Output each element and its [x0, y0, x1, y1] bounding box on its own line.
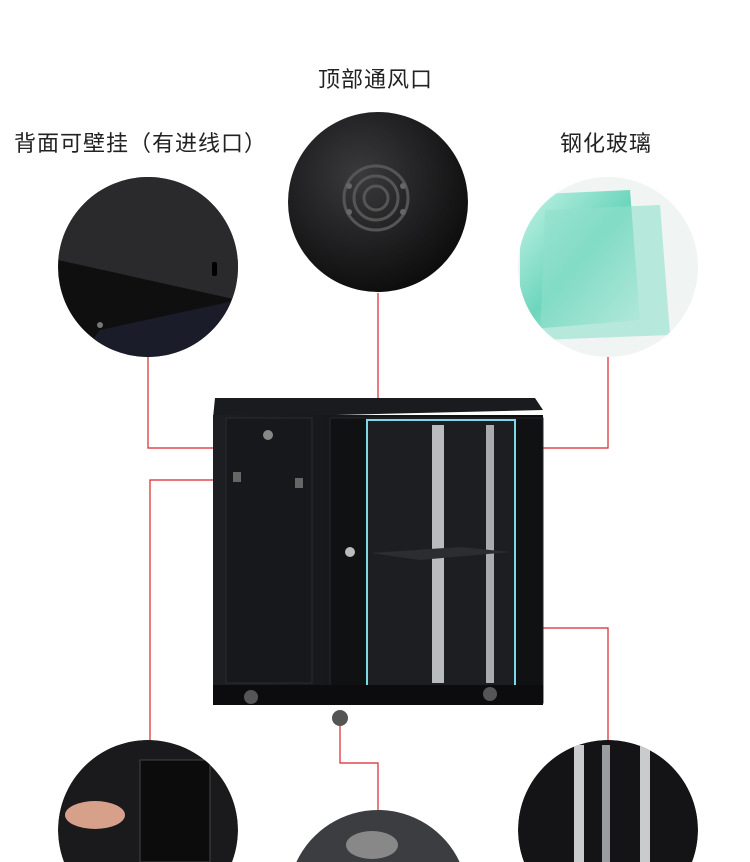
rail-detail-circle — [518, 739, 698, 862]
tempered-glass-detail-circle — [518, 177, 698, 357]
rear-wall-mount-detail-circle — [58, 177, 238, 357]
top-vent-label: 顶部通风口 — [318, 68, 434, 93]
tempered-glass-label: 钢化玻璃 — [560, 132, 653, 157]
caster-detail-circle — [296, 809, 460, 862]
rear-wall-mount-label: 背面可壁挂（有进线口） — [14, 132, 268, 157]
door-detail-circle — [58, 739, 238, 862]
top-vent-detail-circle — [288, 112, 468, 292]
server-cabinet — [213, 398, 544, 726]
